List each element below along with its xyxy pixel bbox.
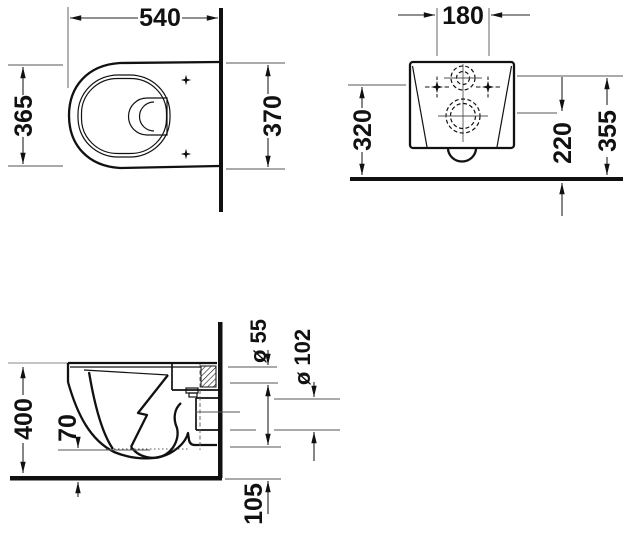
side-view: 400 70 ø 55 ø 102 <box>8 319 340 525</box>
dimension-label-depth: 370 <box>259 95 287 137</box>
seat-ring-outer <box>77 74 171 158</box>
dimension-label-width: 540 <box>139 4 181 32</box>
body-taper-line <box>411 65 428 148</box>
floor-line-front <box>350 177 623 181</box>
inlet-pipe-hatched <box>200 365 217 388</box>
bowl-weir-line <box>129 374 169 448</box>
dimension-label-fixing-spacing: 180 <box>442 2 484 30</box>
plan-view: 540 365 370 <box>8 4 287 212</box>
body-outline-front <box>408 60 516 150</box>
front-view: 180 320 355 220 <box>348 2 623 216</box>
dimension-label-outlet-height: 220 <box>549 122 577 164</box>
fixing-point-mark <box>180 74 192 86</box>
dimension-label-clearance: 105 <box>240 483 268 525</box>
wall-line-side <box>218 322 223 478</box>
floor-line-side <box>10 476 222 481</box>
trap-bump <box>446 147 478 163</box>
fixing-point-mark <box>180 148 192 160</box>
profile-outer-bottom <box>66 381 217 460</box>
fixing-hole-mark <box>424 76 450 98</box>
bowl-inner-front <box>87 371 114 450</box>
seat-ring-inner <box>80 77 168 155</box>
body-taper-line <box>496 65 513 148</box>
dimension-label-inlet-diameter: ø 55 <box>246 319 271 363</box>
fixing-hole-mark <box>475 76 501 98</box>
dimension-label-inlet-height: 355 <box>594 110 622 152</box>
dimension-label-outlet-diameter: ø 102 <box>290 329 315 385</box>
dimension-label-overall-height: 400 <box>10 398 38 440</box>
outlet-pipe-section <box>195 397 218 431</box>
inlet-block <box>171 363 218 391</box>
rim-inner-line <box>83 369 169 376</box>
trap-curve <box>130 402 182 459</box>
dimension-label-bowl-width: 365 <box>10 95 38 137</box>
wall-line-plan <box>219 8 223 212</box>
fitting-detail <box>188 392 198 398</box>
flush-pocket <box>127 97 168 136</box>
water-surface-arc <box>138 101 155 132</box>
bowl-outline <box>67 60 220 170</box>
dimension-label-height-left: 320 <box>349 109 377 151</box>
